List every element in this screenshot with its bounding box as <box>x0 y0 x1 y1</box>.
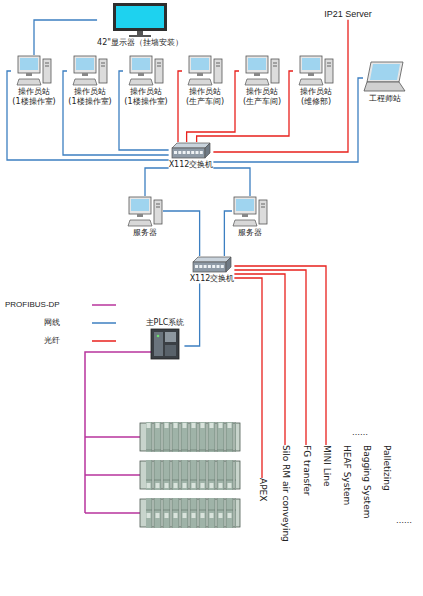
ellipsis-note: …… <box>352 428 368 438</box>
node-label: 服务器 <box>127 228 163 238</box>
node-label: 操作员站 (1楼操作室) <box>123 87 169 106</box>
network-cable <box>234 278 262 478</box>
computer-icon <box>128 55 164 87</box>
system-name: Bagging System <box>361 445 372 518</box>
network-cable <box>163 211 200 256</box>
legend-label: PROFIBUS-DP <box>5 300 60 310</box>
operator-station: 操作员站 (1楼操作室) <box>11 55 57 106</box>
node-label: 操作员站 (维修部) <box>293 87 339 106</box>
operator-station: 操作员站 (1楼操作室) <box>67 55 113 106</box>
system-name: APEX <box>257 478 268 501</box>
legend-line <box>92 304 116 306</box>
laptop-icon <box>363 60 407 94</box>
server: 服务器 <box>127 196 163 238</box>
node-label: 42"显示器（挂墙安装） <box>97 38 183 48</box>
network-switch: X112交换机 <box>169 142 214 170</box>
network-cable <box>213 78 363 162</box>
computer-icon <box>244 55 280 87</box>
operator-station: 操作员站 (1楼操作室) <box>123 55 169 106</box>
operator-station: 操作员站 (生产车间) <box>239 55 285 106</box>
legend-line <box>92 322 116 324</box>
io-rack <box>140 422 240 528</box>
switch-icon <box>192 256 232 274</box>
main-plc: 主PLC系统 <box>146 318 185 360</box>
switch-icon <box>171 142 211 160</box>
network-cable <box>34 20 97 55</box>
system-label: HEAF System <box>341 445 352 505</box>
system-name: Palletizing <box>381 445 392 491</box>
display-icon <box>111 2 169 38</box>
network-cable <box>178 71 182 142</box>
operator-station: 操作员站 (维修部) <box>293 55 339 106</box>
node-label: 操作员站 (1楼操作室) <box>67 87 113 106</box>
computer-icon <box>187 55 223 87</box>
node-label: 服务器 <box>232 228 268 238</box>
computer-icon <box>127 196 163 228</box>
legend-line <box>92 340 116 342</box>
system-label: Silo RM air conveying <box>280 445 291 542</box>
network-cable <box>213 168 250 196</box>
network-cable <box>213 20 348 152</box>
computer-icon <box>72 55 108 87</box>
computer-icon <box>16 55 52 87</box>
system-name: Silo RM air conveying <box>280 445 291 542</box>
node-label: X112交换机 <box>169 160 214 170</box>
node-label: 操作员站 (1楼操作室) <box>11 87 57 106</box>
computer-icon <box>298 55 334 87</box>
system-name: FG transfer <box>301 445 312 496</box>
server-name: IP21 Server <box>324 9 372 20</box>
network-cable <box>7 71 169 160</box>
network-cable <box>63 71 169 155</box>
legend-label: 网线 <box>44 318 60 328</box>
engineer-station: 工程师站 <box>363 60 407 104</box>
network-cable <box>224 211 232 256</box>
system-label: MINI Line <box>321 445 332 486</box>
node-label: 主PLC系统 <box>146 318 185 328</box>
node-label: 操作员站 (生产车间) <box>239 87 285 106</box>
system-name: HEAF System <box>341 445 352 505</box>
system-name: MINI Line <box>321 445 332 486</box>
computer-icon <box>232 196 268 228</box>
system-label: FG transfer <box>301 445 312 496</box>
system-label: Palletizing <box>381 445 392 491</box>
network-cable <box>187 71 239 142</box>
system-label: Bagging System <box>361 445 372 518</box>
server: 服务器 <box>232 196 268 238</box>
legend-label: 光纤 <box>44 336 60 346</box>
network-cable <box>234 274 285 445</box>
operator-station: 操作员站 (生产车间) <box>182 55 228 106</box>
network-cable <box>145 168 169 196</box>
node-label: X112交换机 <box>190 274 235 284</box>
network-cable <box>184 284 199 346</box>
system-label: APEX <box>257 478 268 501</box>
network-switch: X112交换机 <box>190 256 235 284</box>
network-cable <box>234 270 306 445</box>
node-label: IP21 Server <box>324 9 372 20</box>
network-cable <box>234 266 326 445</box>
plc-icon <box>150 328 180 360</box>
node-label: 操作员站 (生产车间) <box>182 87 228 106</box>
ellipsis-note: …… <box>396 516 412 526</box>
node-label: 工程师站 <box>363 94 407 104</box>
wall-display: 42"显示器（挂墙安装） <box>97 2 183 48</box>
